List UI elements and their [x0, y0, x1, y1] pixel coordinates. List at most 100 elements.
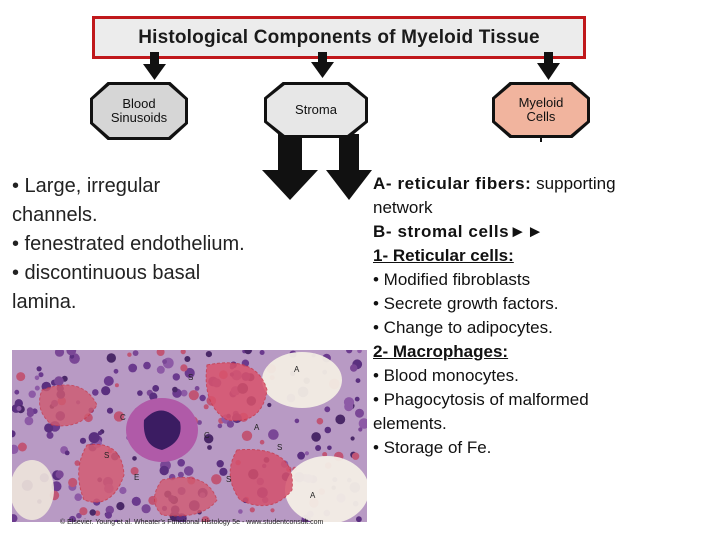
cell-nucleus — [143, 361, 151, 370]
cell-nucleus — [356, 516, 362, 522]
cell-nucleus — [267, 402, 272, 408]
cell-nucleus — [131, 496, 141, 506]
cell-nucleus — [34, 385, 40, 391]
reticular-fibers-line: A- reticular fibers: supporting — [373, 172, 718, 196]
blood-sinusoids-box: Blood Sinusoids — [90, 82, 188, 140]
feature-item: • discontinuous basal lamina. — [12, 262, 201, 313]
cell-nucleus — [97, 430, 103, 436]
cell-nucleus — [183, 466, 194, 476]
micro-label: S — [277, 443, 282, 452]
cell-nucleus — [211, 474, 222, 485]
feature-item: • Large, irregular channels. — [12, 175, 161, 226]
cell-nucleus — [205, 351, 212, 358]
cell-nucleus — [79, 507, 88, 516]
image-credit: © Elsevier. Young et al. Wheater's Funct… — [60, 519, 324, 526]
cell-nucleus — [297, 451, 305, 460]
list-item: • Change to adipocytes. — [373, 318, 553, 337]
cell-nucleus — [322, 452, 328, 457]
cell-nucleus — [106, 407, 114, 414]
cell-nucleus — [346, 350, 353, 354]
cell-nucleus — [54, 376, 64, 386]
micro-label: A — [294, 365, 300, 374]
cell-nucleus — [66, 350, 77, 356]
cell-nucleus — [355, 408, 364, 418]
cell-nucleus — [101, 386, 111, 396]
cells-label: Cells — [526, 109, 556, 124]
list-item: • Storage of Fe. — [373, 438, 492, 457]
cell-nucleus — [180, 350, 186, 355]
cell-nucleus — [36, 366, 42, 372]
cell-nucleus — [88, 432, 100, 444]
cell-nucleus — [114, 383, 119, 388]
micro-label: C — [204, 431, 210, 440]
cell-nucleus — [294, 418, 300, 424]
cell-nucleus — [315, 445, 322, 451]
stroma-arrow-right-shaft — [339, 134, 359, 172]
cell-nucleus — [26, 407, 34, 414]
cell-nucleus — [270, 508, 275, 513]
cell-nucleus — [201, 516, 210, 522]
title-box: Histological Components of Myeloid Tissu… — [92, 16, 586, 59]
cell-nucleus — [180, 364, 188, 372]
micro-label: E — [134, 473, 139, 482]
cell-nucleus — [17, 442, 27, 452]
cell-nucleus — [55, 470, 64, 479]
cell-nucleus — [132, 350, 139, 356]
cell-nucleus — [354, 396, 360, 402]
cell-nucleus — [226, 420, 234, 428]
cell-nucleus — [68, 477, 78, 488]
cell-nucleus — [16, 372, 26, 382]
myeloid-tick — [540, 134, 542, 142]
cell-nucleus — [351, 452, 360, 460]
cell-nucleus — [14, 389, 20, 395]
cell-nucleus — [172, 386, 178, 393]
stroma-box: Stroma — [264, 82, 368, 138]
stroma-arrow-right-head — [326, 170, 372, 200]
cell-nucleus — [74, 493, 82, 501]
micro-label: S — [188, 373, 193, 382]
cell-nucleus — [350, 364, 358, 372]
cell-nucleus — [24, 416, 34, 426]
cell-nucleus — [156, 365, 165, 374]
stroma-details: A- reticular fibers: supporting network … — [373, 172, 718, 460]
list-item: • Secrete growth factors. — [373, 294, 559, 313]
feature-item: • fenestrated endothelium. — [12, 233, 245, 255]
arrow-right-head — [537, 63, 560, 80]
cell-nucleus — [177, 459, 185, 467]
cell-nucleus — [180, 389, 188, 397]
cell-nucleus — [259, 439, 265, 445]
cell-nucleus — [204, 434, 214, 444]
arrow-right-shaft — [544, 52, 553, 65]
cell-nucleus — [44, 423, 54, 433]
cell-nucleus — [34, 375, 40, 381]
cell-nucleus — [128, 363, 138, 373]
cell-nucleus — [304, 451, 309, 456]
cell-nucleus — [116, 502, 125, 511]
reticular-fibers-text-2: network — [373, 198, 433, 217]
micro-label: A — [310, 491, 316, 500]
myeloid-cells-box: Myeloid Cells — [492, 82, 590, 138]
cell-nucleus — [141, 504, 151, 514]
cell-nucleus — [358, 418, 367, 429]
cell-nucleus — [197, 420, 202, 425]
cell-nucleus — [358, 427, 363, 432]
cell-nucleus — [194, 386, 200, 391]
cell-nucleus — [159, 465, 169, 476]
cell-nucleus — [54, 350, 65, 357]
cell-nucleus — [38, 372, 44, 378]
connector-arrows — [143, 52, 560, 200]
list-item: elements. — [373, 414, 447, 433]
cell-nucleus — [119, 486, 127, 495]
cell-nucleus — [216, 460, 224, 468]
cell-nucleus — [12, 514, 18, 522]
cell-nucleus — [344, 402, 354, 412]
list-item: • Modified fibroblasts — [373, 270, 531, 289]
cell-nucleus — [184, 367, 195, 379]
cell-nucleus — [357, 350, 362, 354]
cell-nucleus — [249, 507, 255, 513]
list-item: • Phagocytosis of malformed — [373, 390, 589, 409]
list-item: • Blood monocytes. — [373, 366, 519, 385]
cell-nucleus — [259, 350, 265, 355]
cell-nucleus — [162, 359, 168, 364]
cell-nucleus — [156, 350, 165, 356]
